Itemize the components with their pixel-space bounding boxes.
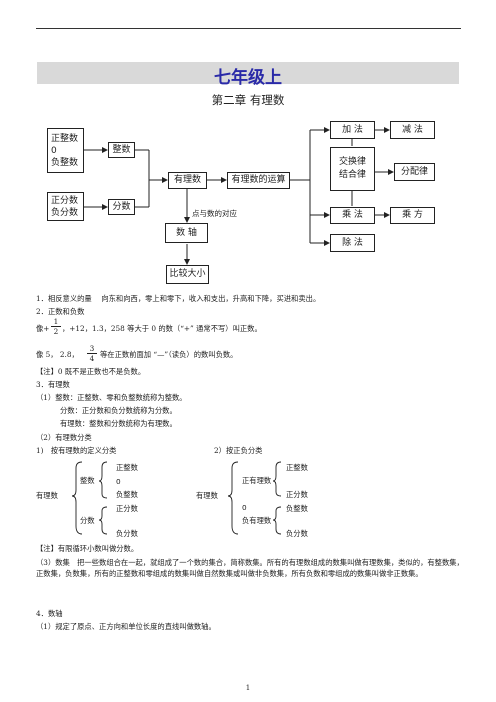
class-b-negative-rational: 负有理数 — [242, 516, 272, 525]
integer-box: 整数 — [108, 142, 135, 158]
negative-prefix: 像 5， 2.8， — [36, 350, 79, 359]
negative-fraction-numerator: 3 — [89, 344, 95, 353]
number-line-definition: （1）规定了原点、正方向和单位长度的直线叫做数轴。 — [36, 622, 216, 631]
fraction-box: 分数 — [108, 199, 135, 215]
addition-box: 加 法 — [330, 121, 375, 139]
class-a-rational: 有理数 — [36, 491, 58, 500]
definition-rational: 有理数：整数和分数统称为有理数。 — [60, 419, 177, 428]
definition-fraction: 分数：正分数和负分数统称为分数。 — [60, 406, 177, 415]
negative-fraction: 3 4 — [87, 344, 97, 363]
header-rule — [36, 28, 461, 29]
title-banner: 七年级上 — [37, 62, 459, 88]
class-a-zero: 0 — [116, 477, 121, 486]
division-box: 除 法 — [330, 234, 375, 252]
compare-box: 比较大小 — [166, 265, 209, 284]
operations-box: 有理数的运算 — [227, 172, 290, 189]
chapter-title: 第二章 有理数 — [211, 93, 285, 107]
class-b-positive-integer: 正整数 — [286, 463, 308, 472]
item-1: 1．相反意义的量 向东和向西，零上和零下，收入和支出，升高和下降，买进和卖出。 — [36, 294, 321, 303]
class-b-zero: 0 — [242, 503, 247, 512]
negative-suffix: 等在正数前面加 “—”（读负）的数叫负数。 — [100, 350, 238, 359]
definition-integer: （1）整数：正整数、零和负整数统称为整数。 — [36, 393, 187, 402]
power-box: 乘 方 — [390, 207, 435, 224]
note-loop-decimal: 【注】有限循环小数叫做分数。 — [36, 544, 139, 553]
class-b-positive-rational: 正有理数 — [242, 476, 272, 485]
distributive-box: 分配律 — [394, 163, 435, 181]
class-a-negative-integer: 负整数 — [116, 490, 138, 499]
class-b-negative-fraction: 负分数 — [286, 529, 308, 538]
classification-b-title: 2）按正负分类 — [214, 446, 263, 455]
number-line-box: 数 轴 — [165, 223, 208, 243]
class-a-negative-fraction: 负分数 — [116, 529, 138, 538]
positive-fraction-numerator: 1 — [53, 317, 59, 326]
class-b-negative-integer: 负整数 — [286, 504, 308, 513]
class-a-fraction: 分数 — [80, 516, 95, 525]
positive-suffix: ，+12，1.3，258 等大于 0 的数（“+” 通常不写）叫正数。 — [62, 324, 262, 333]
item-3: 3．有理数 — [36, 380, 70, 389]
fraction-members-box: 正分数 负分数 — [47, 192, 84, 221]
positive-fraction-denominator: 2 — [51, 326, 61, 336]
class-b-rational: 有理数 — [196, 491, 218, 500]
laws-box: 交换律 结合律 — [330, 147, 375, 191]
item-4: 4．数轴 — [36, 609, 63, 618]
page-number: 1 — [245, 684, 251, 692]
classification-a-title: 1) 按有理数的定义分类 — [36, 446, 117, 455]
positive-prefix: 像+ — [36, 324, 50, 333]
class-a-integer: 整数 — [80, 476, 95, 485]
note-zero: 【注】0 既不是正数也不是负数。 — [36, 367, 146, 376]
number-set-paragraph: （3）数集 把一些数组合在一起，就组成了一个数的集合，简称数集。所有的有理数组成… — [36, 558, 464, 578]
negative-fraction-denominator: 4 — [87, 353, 97, 363]
item-2: 2．正数和负数 — [36, 307, 85, 316]
subtraction-box: 减 法 — [390, 121, 435, 139]
class-a-positive-fraction: 正分数 — [116, 504, 138, 513]
grade-title: 七年级上 — [214, 68, 282, 88]
rational-box: 有理数 — [168, 172, 207, 189]
class-b-positive-fraction: 正分数 — [286, 490, 308, 499]
class-a-positive-integer: 正整数 — [116, 463, 138, 472]
positive-fraction: 1 2 — [51, 317, 61, 336]
classification-heading: （2）有理数分类 — [36, 433, 92, 442]
point-correspondence-label: 点与数的对应 — [192, 209, 237, 218]
multiplication-box: 乘 法 — [330, 207, 375, 224]
integer-members-box: 正整数 0 负整数 — [47, 128, 84, 173]
